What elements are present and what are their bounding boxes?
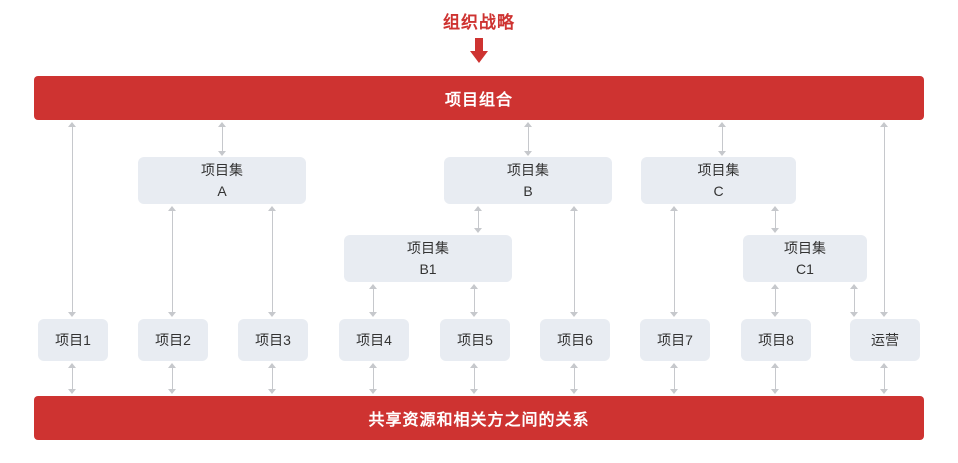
connector-project4-shared bbox=[369, 363, 378, 394]
connector-project1-shared bbox=[68, 363, 77, 394]
connector-portfolio-operations bbox=[880, 122, 889, 317]
program-B-line2: B bbox=[523, 182, 533, 199]
connector-programC1-project8 bbox=[771, 284, 780, 317]
connector-programC-project7 bbox=[670, 206, 679, 317]
project-node-p3: 项目3 bbox=[238, 319, 308, 361]
project-node-operations: 运营 bbox=[850, 319, 920, 361]
program-node-C1: 项目集 C1 bbox=[743, 235, 867, 282]
connector-programC1-operations bbox=[850, 284, 859, 317]
project-node-p5: 项目5 bbox=[440, 319, 510, 361]
project-p7-label: 项目7 bbox=[657, 331, 693, 348]
program-node-C: 项目集 C bbox=[641, 157, 796, 204]
connector-programB1-project5 bbox=[470, 284, 479, 317]
connector-project3-shared bbox=[268, 363, 277, 394]
connector-portfolio-project1 bbox=[68, 122, 77, 317]
connector-portfolio-programB bbox=[524, 122, 533, 156]
program-C1-line2: C1 bbox=[796, 260, 814, 277]
project-p2-label: 项目2 bbox=[155, 331, 191, 348]
connector-portfolio-programC bbox=[718, 122, 727, 156]
connector-project2-shared bbox=[168, 363, 177, 394]
connector-programB-project6 bbox=[570, 206, 579, 317]
project-p5-label: 项目5 bbox=[457, 331, 493, 348]
project-node-p8: 项目8 bbox=[741, 319, 811, 361]
program-C-line1: 项目集 bbox=[697, 162, 740, 179]
connector-project6-shared bbox=[570, 363, 579, 394]
program-node-B: 项目集 B bbox=[444, 157, 612, 204]
connector-portfolio-programA bbox=[218, 122, 227, 156]
program-A-line1: 项目集 bbox=[201, 162, 243, 179]
project-node-p6: 项目6 bbox=[540, 319, 610, 361]
connector-programA-project2 bbox=[168, 206, 177, 317]
connector-programB1-project4 bbox=[369, 284, 378, 317]
connector-project5-shared bbox=[470, 363, 479, 394]
project-node-p1: 项目1 bbox=[38, 319, 108, 361]
program-B1-line2: B1 bbox=[419, 260, 437, 277]
program-B-line1: 项目集 bbox=[507, 162, 549, 179]
connector-project8-shared bbox=[771, 363, 780, 394]
connector-programC-programC1 bbox=[771, 206, 780, 233]
program-C-line2: C bbox=[713, 182, 724, 199]
project-p4-label: 项目4 bbox=[356, 331, 392, 348]
connector-project7-shared bbox=[670, 363, 679, 394]
program-node-B1: 项目集 B1 bbox=[344, 235, 512, 282]
project-p6-label: 项目6 bbox=[557, 331, 593, 348]
strategy-title: 组织战略 bbox=[443, 13, 515, 32]
program-node-A: 项目集 A bbox=[138, 157, 306, 204]
portfolio-bar: 项目组合 bbox=[34, 76, 924, 120]
project-p3-label: 项目3 bbox=[255, 331, 291, 348]
shared-resources-bar: 共享资源和相关方之间的关系 bbox=[34, 396, 924, 440]
connector-operations-shared bbox=[880, 363, 889, 394]
connector-programB-programB1 bbox=[474, 206, 483, 233]
program-C1-line1: 项目集 bbox=[784, 240, 826, 257]
project-node-p2: 项目2 bbox=[138, 319, 208, 361]
project-p8-label: 项目8 bbox=[758, 331, 794, 348]
project-p1-label: 项目1 bbox=[55, 331, 91, 348]
project-node-p7: 项目7 bbox=[640, 319, 710, 361]
project-node-p4: 项目4 bbox=[339, 319, 409, 361]
connector-programA-project3 bbox=[268, 206, 277, 317]
program-B1-line1: 项目集 bbox=[407, 240, 449, 257]
project-operations-label: 运营 bbox=[871, 331, 899, 348]
program-A-line2: A bbox=[217, 182, 227, 199]
